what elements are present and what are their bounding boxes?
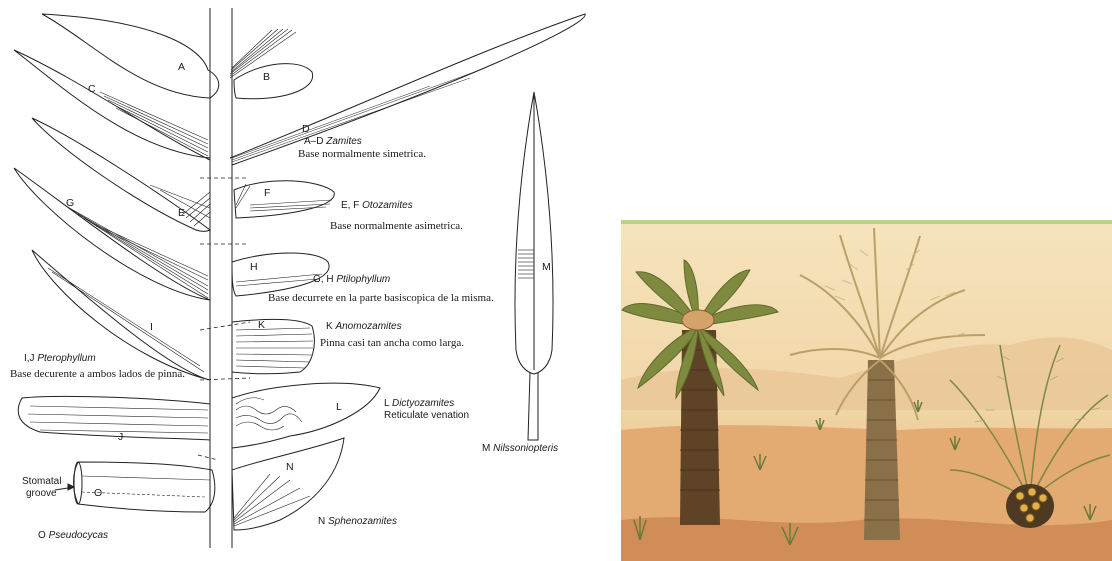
pinna-c-veins [100, 92, 208, 156]
caption-pterophyllum: I,J Pterophyllum [24, 353, 96, 364]
pinna-diagram [14, 8, 585, 548]
pinna-e-veins [150, 185, 210, 226]
pinna-j-veins [28, 406, 208, 433]
pinna-h-veins [236, 274, 322, 286]
pinna-o-base [74, 462, 82, 504]
pinna-m-petiole [528, 372, 538, 440]
pinna-k [232, 319, 314, 374]
pinna-b [234, 64, 313, 99]
pinna-l [232, 383, 380, 448]
note-otozamites: Base normalmente asimetrica. [330, 220, 463, 232]
caption-anomozamites: K Anomozamites [326, 321, 402, 332]
caption-ptilophyllum: G, H Ptilophyllum [313, 274, 390, 285]
caption-sphenozamites: N Sphenozamites [318, 516, 397, 527]
letter-e: E [178, 207, 185, 219]
stomatal-label-line1: Stomatal [22, 476, 61, 487]
letter-c: C [88, 83, 96, 95]
caption-pseudocycas: O Pseudocycas [38, 530, 108, 541]
cycad-center-trunk [864, 360, 900, 540]
caption-zamites: A–D Zamites [304, 136, 362, 147]
note-zamites: Base normalmente simetrica. [298, 148, 426, 160]
letter-l: L [336, 401, 342, 413]
letter-k: K [258, 319, 265, 331]
pinna-g-veins [66, 206, 208, 298]
letter-g: G [66, 197, 74, 209]
letter-n: N [286, 461, 294, 473]
pinna-m-veins [518, 250, 534, 278]
letter-j: J [118, 431, 123, 443]
note-dictyozamites: Reticulate venation [384, 410, 469, 421]
letter-i: I [150, 321, 153, 333]
caption-dictyozamites: L Dictyozamites [384, 398, 454, 409]
letter-d: D [302, 123, 310, 135]
pinna-k-veins [236, 328, 313, 368]
pinna-j [18, 396, 210, 440]
pinna-f [234, 181, 334, 218]
pinna-n-veins [234, 474, 310, 526]
painting-top-border [621, 220, 1112, 224]
pinna-l-veins [236, 398, 302, 430]
captions: A–D Zamites Base normalmente simetrica. … [10, 136, 558, 541]
letter-b: B [263, 71, 270, 83]
note-ptilophyllum: Base decurrete en la parte basiscopica d… [268, 292, 494, 304]
letter-f: F [264, 187, 270, 199]
cycad-painting [621, 220, 1112, 561]
note-anomozamites: Pinna casi tan ancha como larga. [320, 337, 464, 349]
letter-a: A [178, 61, 185, 73]
stomatal-label-line2: groove [26, 488, 57, 499]
note-pterophyllum: Base decurente a ambos lados de pinna. [10, 368, 185, 380]
letter-o: O [94, 487, 102, 499]
letter-m: M [542, 261, 551, 273]
letter-h: H [250, 261, 258, 273]
pinna-a [42, 14, 219, 98]
cycad-left-cone [682, 310, 714, 330]
caption-nilssoniopteris: M Nilssoniopteris [482, 443, 558, 454]
caption-otozamites: E, F Otozamites [341, 200, 413, 211]
